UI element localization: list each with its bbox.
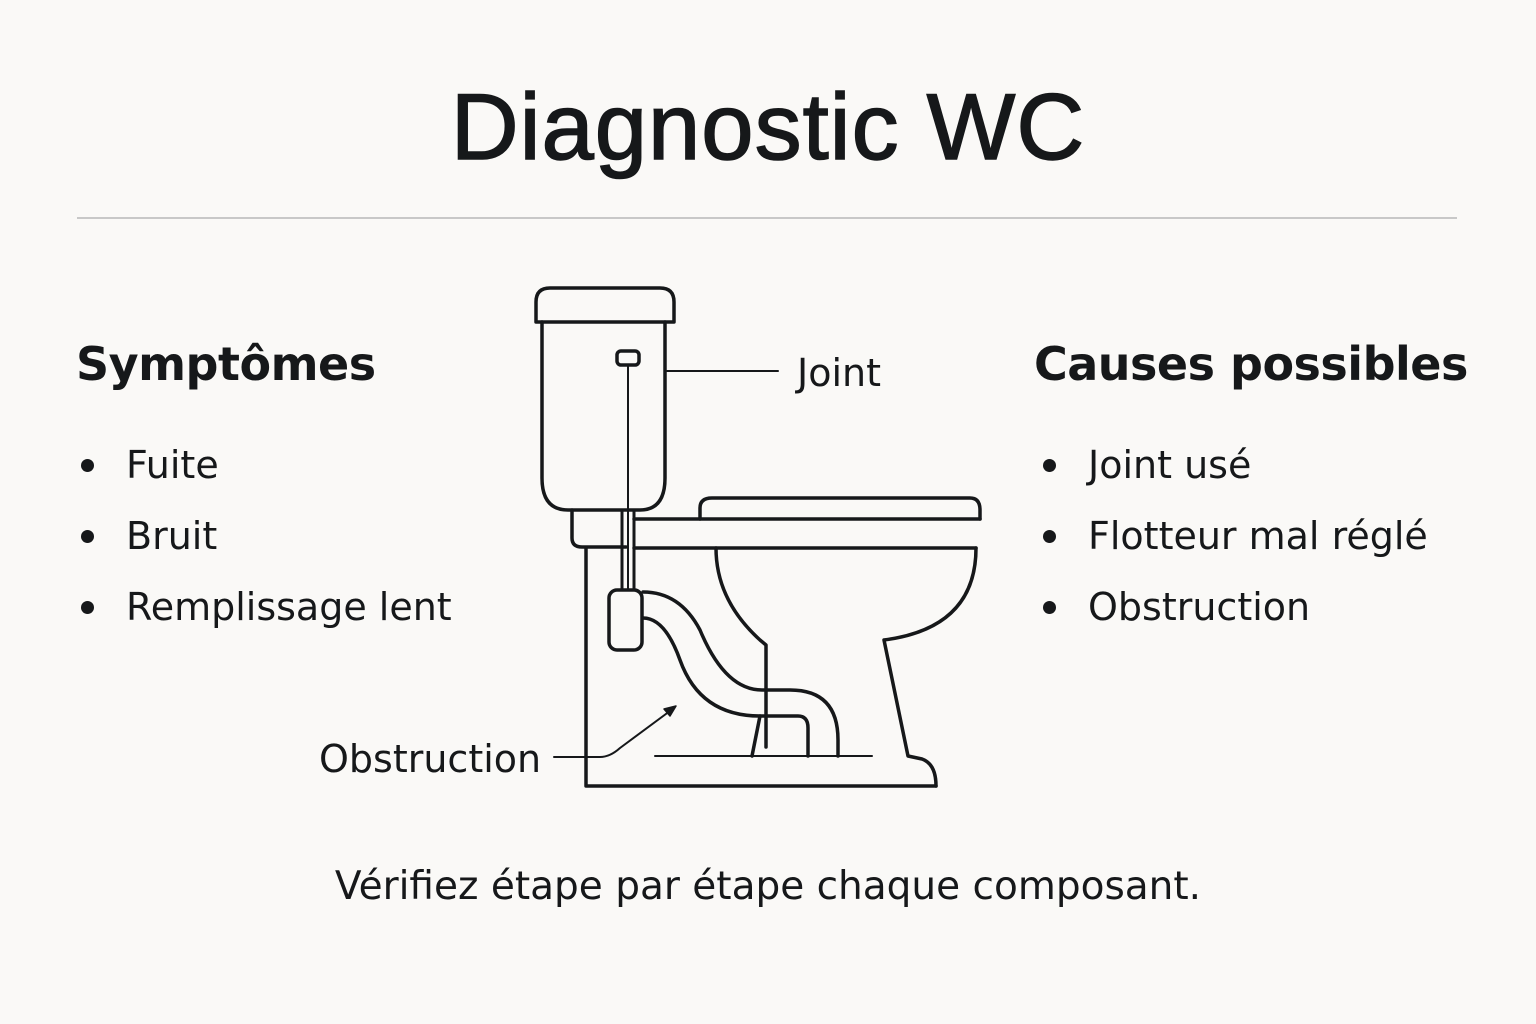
- cause-label: Joint usé: [1088, 443, 1252, 487]
- symptoms-list: Fuite Bruit Remplissage lent: [76, 437, 452, 650]
- flush-button-icon: [615, 349, 641, 367]
- causes-list: Joint usé Flotteur mal réglé Obstruction: [1038, 437, 1428, 650]
- obstruction-leader-line: [553, 707, 675, 758]
- cause-label: Obstruction: [1088, 585, 1311, 629]
- cause-item: Flotteur mal réglé: [1038, 508, 1428, 579]
- footer-instruction: Vérifiez étape par étape chaque composan…: [334, 864, 1202, 909]
- symptom-item: Fuite: [76, 437, 452, 508]
- trap-pipe-icon: [641, 590, 840, 758]
- bowl-icon: [714, 546, 978, 788]
- seat-icon: [632, 517, 982, 550]
- bullet-icon: [81, 530, 94, 543]
- cause-item: Obstruction: [1038, 579, 1428, 650]
- obstruction-label: Obstruction: [319, 737, 542, 781]
- causes-heading: Causes possibles: [1034, 337, 1468, 391]
- bullet-icon: [81, 459, 94, 472]
- joint-label: Joint: [797, 351, 881, 395]
- bullet-icon: [1043, 601, 1056, 614]
- symptom-label: Fuite: [126, 443, 219, 487]
- symptom-item: Remplissage lent: [76, 579, 452, 650]
- symptoms-heading: Symptômes: [76, 337, 376, 391]
- title-divider: [77, 217, 1457, 219]
- bullet-icon: [81, 601, 94, 614]
- symptom-label: Remplissage lent: [126, 585, 452, 629]
- float-icon: [607, 588, 644, 652]
- symptom-item: Bruit: [76, 508, 452, 579]
- tank-lid-icon: [534, 286, 676, 324]
- arrow-head-icon: [663, 705, 677, 717]
- cause-label: Flotteur mal réglé: [1088, 514, 1428, 558]
- page-title: Diagnostic WC: [450, 73, 1086, 180]
- cause-item: Joint usé: [1038, 437, 1428, 508]
- seat-lid-icon: [698, 496, 982, 521]
- bullet-icon: [1043, 530, 1056, 543]
- tank-body-icon: [540, 320, 667, 512]
- symptom-label: Bruit: [126, 514, 218, 558]
- bullet-icon: [1043, 459, 1056, 472]
